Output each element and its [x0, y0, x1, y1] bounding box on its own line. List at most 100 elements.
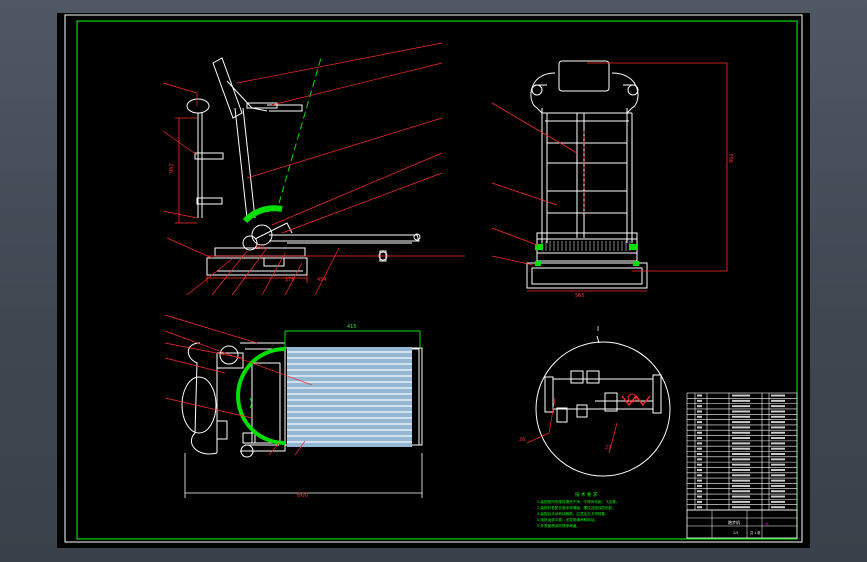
- title-block-title: 跑步机: [728, 519, 740, 525]
- parts-list-cell-text: [732, 495, 750, 498]
- parts-list-cell-text: [697, 399, 702, 402]
- top-leaders: [164, 314, 313, 456]
- front-dim-height: 962: [729, 153, 735, 163]
- detail-callout-27: 27: [605, 445, 611, 451]
- parts-list-cell-text: [732, 431, 750, 434]
- parts-list-cell-text: [732, 463, 750, 466]
- parts-list-cell-text: [732, 484, 750, 487]
- top-view-green: [236, 330, 421, 445]
- parts-list-cell-text: [771, 506, 785, 509]
- parts-list-cell-text: [732, 442, 750, 445]
- parts-list-cell-text: [771, 484, 785, 487]
- parts-list-cell-text: [732, 479, 750, 482]
- title-block-scale: 1:5: [733, 531, 738, 535]
- parts-list-cell-text: [771, 458, 785, 461]
- parts-list-cell-text: [771, 426, 785, 429]
- parts-list-cell-text: [697, 474, 702, 477]
- parts-list-cell-text: [697, 458, 702, 461]
- parts-list-cell-text: [771, 463, 785, 466]
- side-dim-length: 454: [317, 277, 327, 283]
- parts-list-cell-text: [771, 410, 785, 413]
- drawing-sheet: 962 176 454 250: [64, 14, 803, 543]
- side-dim-vertical: 962: [169, 163, 175, 173]
- parts-list-cell-text: [771, 421, 785, 424]
- cad-drawing-viewport: 962 176 454 250: [57, 13, 810, 548]
- parts-list-cell-text: [697, 484, 702, 487]
- parts-list-cell-text: [697, 405, 702, 408]
- parts-list-cell-text: [697, 468, 702, 471]
- parts-list-cell-text: [771, 399, 785, 402]
- parts-list-cell-text: [732, 426, 750, 429]
- parts-list-cell-text: [697, 415, 702, 418]
- title-block: 跑步机 1:5 共 1 张 ✎: [686, 509, 798, 539]
- parts-list-cell-text: [697, 463, 702, 466]
- tech-note-3: 3.装配后手动转动跑带，应灵活无卡滞现象。: [537, 511, 609, 516]
- front-view-green: [535, 244, 639, 266]
- side-leaders: [162, 42, 443, 296]
- parts-list-cell-text: [732, 447, 750, 450]
- parts-list-cell-text: [771, 490, 785, 493]
- side-view: [186, 57, 421, 276]
- outer-frame: [64, 14, 803, 543]
- detail-callout-26: 26: [519, 437, 525, 443]
- parts-list-cell-text: [771, 431, 785, 434]
- tech-notes-title: 技 术 要 求: [575, 491, 598, 498]
- parts-list-cell-text: [771, 442, 785, 445]
- parts-list-cell-text: [697, 421, 702, 424]
- parts-list-cell-text: [771, 437, 785, 440]
- parts-list-cell-text: [697, 479, 702, 482]
- tech-note-2: 2.装配时各配合面涂润滑脂，螺纹连接涂防松胶。: [537, 505, 616, 510]
- front-view: [526, 60, 648, 289]
- parts-list-cell-text: [732, 474, 750, 477]
- parts-list-cell-text: [771, 500, 785, 503]
- parts-list-cell-text: [771, 405, 785, 408]
- parts-list-cell-text: [771, 479, 785, 482]
- parts-list-cell-text: [771, 447, 785, 450]
- parts-list-cell-text: [732, 399, 750, 402]
- tech-note-5: 5.外表面喷涂防锈漆两遍。: [537, 523, 580, 528]
- parts-list-cell-text: [732, 405, 750, 408]
- top-view-belt: [287, 347, 420, 447]
- parts-list-cell-text: [697, 500, 702, 503]
- parts-list-cell-text: [697, 506, 702, 509]
- front-dimensions: [491, 62, 728, 292]
- side-dim-bottom: 176: [285, 277, 295, 283]
- parts-list-cell-text: [732, 410, 750, 413]
- parts-list-cell-text: [697, 490, 702, 493]
- parts-list-cell-text: [697, 437, 702, 440]
- top-dim-overall: 600: [297, 492, 309, 499]
- parts-list-cell-text: [771, 468, 785, 471]
- parts-list-cell-text: [697, 394, 702, 397]
- parts-list-cell-text: [771, 495, 785, 498]
- approval-stamp: ✎: [765, 522, 769, 528]
- parts-list-cell-text: [732, 490, 750, 493]
- parts-list-table: [686, 392, 798, 511]
- inner-frame: [76, 20, 798, 540]
- parts-list-cell-text: [771, 453, 785, 456]
- parts-list-cell-text: [732, 453, 750, 456]
- top-view-dims: [184, 453, 423, 498]
- parts-list-cell-text: [697, 431, 702, 434]
- parts-list-cell-text: [697, 442, 702, 445]
- top-dim-belt: 415: [347, 324, 357, 330]
- detail-label: I: [597, 325, 599, 333]
- parts-list-cell-text: [732, 500, 750, 503]
- parts-list-cell-text: [732, 468, 750, 471]
- front-view-hatching: [541, 241, 631, 251]
- parts-list-cell-text: [697, 410, 702, 413]
- parts-list-cell-text: [732, 421, 750, 424]
- parts-list-cell-text: [732, 394, 750, 397]
- tech-note-4: 4.电机运转平稳，无异常噪声和振动。: [537, 517, 598, 522]
- side-view-green: [242, 57, 322, 224]
- parts-list-cell-text: [697, 447, 702, 450]
- side-dim-base: 250: [255, 245, 265, 251]
- title-block-sheet: 共 1 张: [750, 530, 761, 535]
- front-dim-width: 565: [575, 293, 585, 299]
- parts-list-cell-text: [697, 495, 702, 498]
- tech-notes: 技 术 要 求 1.装配前所有零件清洗干净，不得有毛刺、飞边等。 2.装配时各配…: [537, 491, 620, 528]
- parts-list-cell-text: [771, 394, 785, 397]
- parts-list-cell-text: [771, 474, 785, 477]
- parts-list-cell-text: [732, 506, 750, 509]
- parts-list-cell-text: [697, 453, 702, 456]
- parts-list-cell-text: [771, 415, 785, 418]
